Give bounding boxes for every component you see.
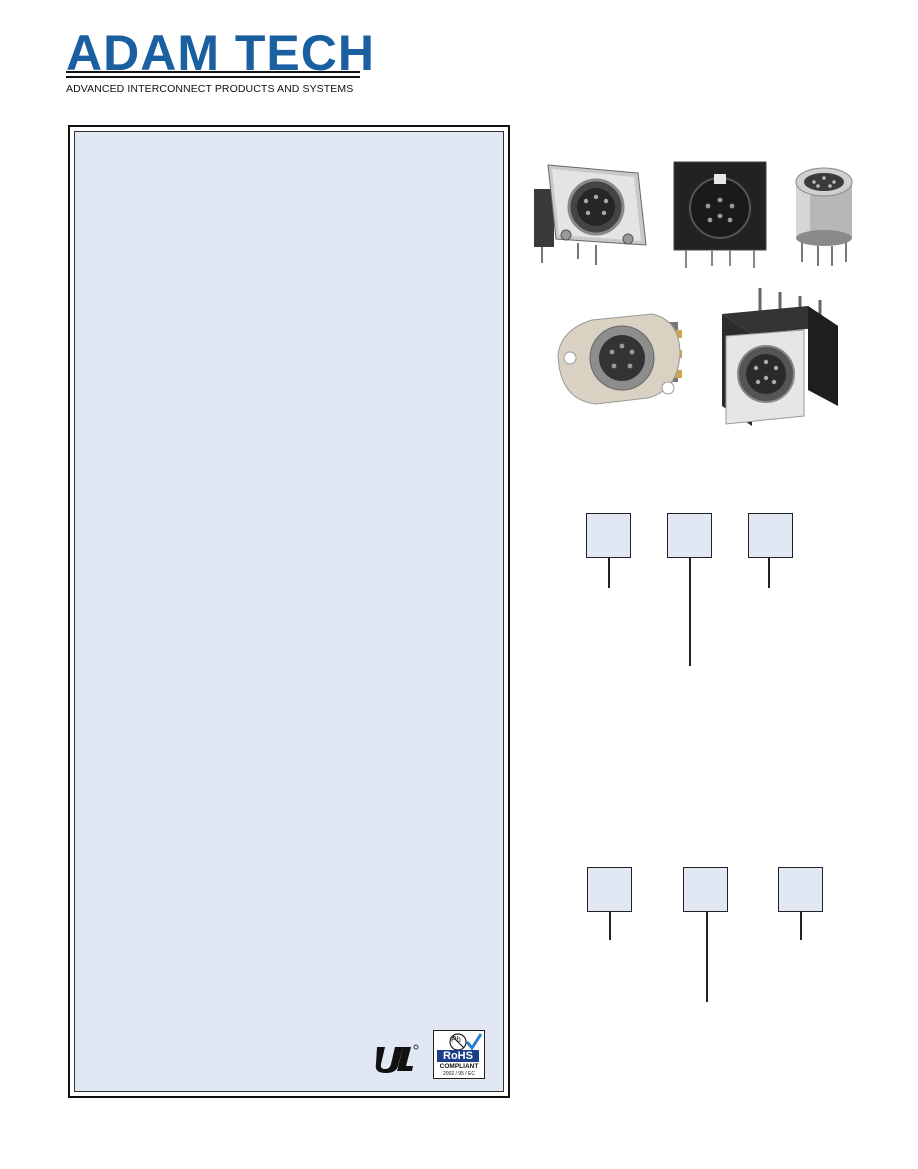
rohs-title-text: RoHS <box>443 1050 473 1062</box>
order-code-leader-2-3 <box>800 912 802 940</box>
ul-recognized-icon <box>375 1044 419 1073</box>
company-tagline: ADVANCED INTERCONNECT PRODUCTS AND SYSTE… <box>66 83 354 95</box>
stacked-pcb-din-socket-image <box>722 288 838 426</box>
right-angle-din-socket-image <box>534 164 647 265</box>
order-code-box-2-3 <box>778 867 823 912</box>
lead-free-icon <box>449 1033 483 1051</box>
order-code-leader-2-1 <box>609 912 611 940</box>
company-logo: ADAM TECH <box>66 25 375 92</box>
order-code-box-1-1 <box>586 513 631 558</box>
order-code-box-1-2 <box>667 513 712 558</box>
rohs-title: RoHS <box>437 1050 479 1062</box>
content-panel: Pb RoHS COMPLIANT 2002 / 95 / EC <box>68 125 510 1098</box>
content-panel-fill <box>74 131 504 1092</box>
brand-name: ADAM TECH <box>66 25 375 81</box>
round-metal-din-socket-image <box>795 167 853 266</box>
order-code-leader-2-2 <box>706 912 708 1002</box>
order-code-leader-1-1 <box>608 558 610 588</box>
logo-rule-bottom <box>66 76 360 78</box>
rohs-compliant-badge: Pb RoHS COMPLIANT 2002 / 95 / EC <box>433 1030 485 1079</box>
rohs-pb-text: Pb <box>451 1035 461 1044</box>
order-code-box-2-1 <box>587 867 632 912</box>
order-code-leader-1-2 <box>689 558 691 666</box>
panel-mount-flange-din-socket-image <box>557 313 682 405</box>
order-code-box-1-3 <box>748 513 793 558</box>
logo-rule-top <box>66 71 360 73</box>
rohs-directive: 2002 / 95 / EC <box>443 1071 475 1077</box>
rohs-subtitle: COMPLIANT <box>439 1063 479 1070</box>
order-code-leader-1-3 <box>768 558 770 588</box>
order-code-box-2-2 <box>683 867 728 912</box>
shielded-pcb-din-socket-image <box>673 161 767 268</box>
